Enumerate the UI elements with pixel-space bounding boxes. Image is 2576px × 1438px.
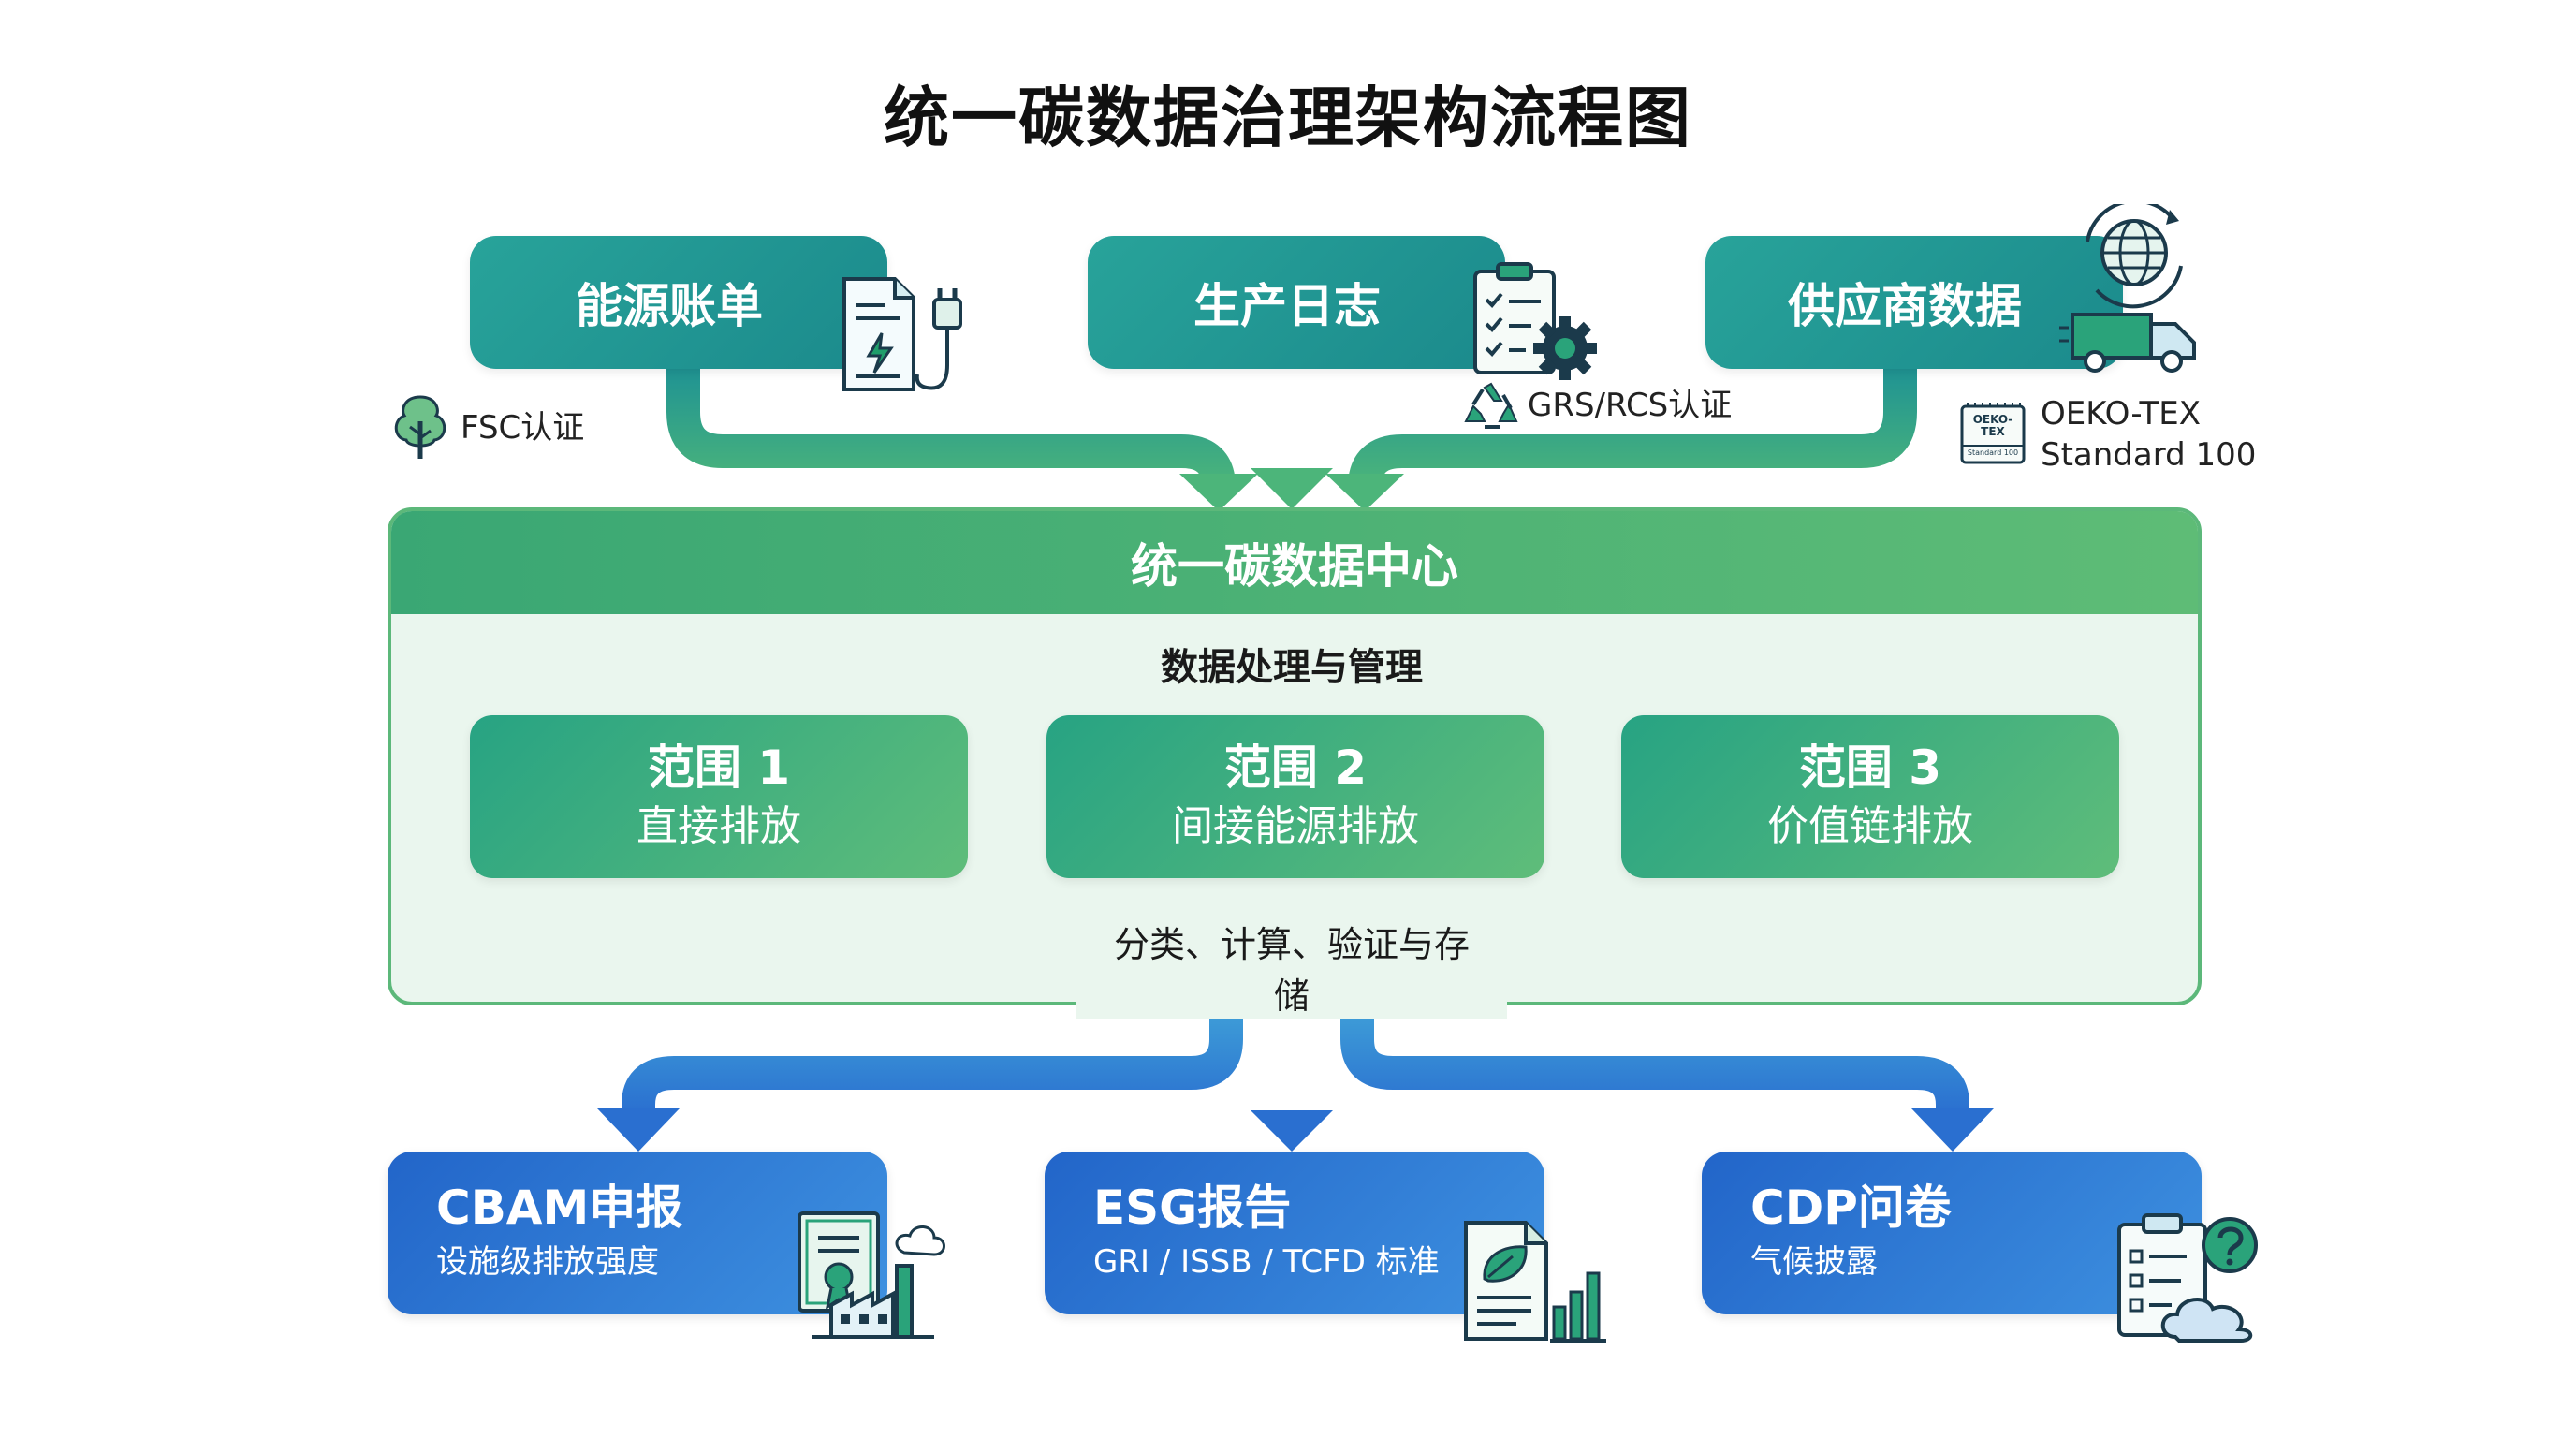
output-subtitle: 气候披露 <box>1750 1243 1878 1281</box>
energy-bill-plug-icon <box>842 277 962 391</box>
cert-label-line1: OEKO-TEX <box>2041 395 2202 433</box>
clipboard-gear-icon <box>1473 262 1597 380</box>
questionnaire-cloud-icon <box>2117 1213 2258 1343</box>
arrowhead-production-log <box>1251 468 1333 509</box>
output-esg[interactable]: ESG报告 GRI / ISSB / TCFD 标准 <box>1045 1152 1544 1314</box>
output-title: CDP问卷 <box>1750 1181 1952 1235</box>
tree-icon <box>394 395 446 459</box>
arrow-supplier-to-hub <box>1348 369 1917 489</box>
arrowhead-energy-bill <box>1179 474 1258 511</box>
arrowhead-cbam <box>597 1108 680 1152</box>
globe-truck-icon <box>2059 204 2196 373</box>
output-title: CBAM申报 <box>436 1181 683 1235</box>
cert-label: FSC认证 <box>461 409 585 447</box>
scope-title: 范围 2 <box>1223 741 1368 795</box>
scope-2-box[interactable]: 范围 2 间接能源排放 <box>1046 715 1544 878</box>
hub-top-flow-label: 数据处理与管理 <box>1133 637 1451 691</box>
cert-fsc: FSC认证 <box>388 393 584 462</box>
scope-title: 范围 1 <box>647 741 791 795</box>
badge-line: OEKO- <box>1972 413 2013 426</box>
arrowhead-esg <box>1251 1110 1333 1152</box>
arrowhead-cdp <box>1911 1108 1994 1152</box>
source-label: 能源账单 <box>576 279 763 333</box>
page-title: 统一碳数据治理架构流程图 <box>884 80 1692 156</box>
scope-subtitle: 价值链排放 <box>1767 802 1973 850</box>
source-label: 供应商数据 <box>1788 279 2022 333</box>
cert-grs-rcs: GRS/RCS认证 <box>1462 378 1732 433</box>
scope-subtitle: 间接能源排放 <box>1172 802 1419 850</box>
scope-title: 范围 3 <box>1798 741 1942 795</box>
cert-label: GRS/RCS认证 <box>1528 387 1733 424</box>
badge-line: TEX <box>1981 425 2005 438</box>
source-supplier-data[interactable]: 供应商数据 <box>1705 236 2123 369</box>
scope-subtitle: 直接排放 <box>637 802 801 850</box>
output-subtitle: GRI / ISSB / TCFD 标准 <box>1093 1243 1440 1281</box>
arrow-hub-to-cbam <box>622 1005 1243 1114</box>
cert-oeko-tex: OEKO- TEX Standard 100 OEKO-TEX Standard… <box>1958 393 2256 476</box>
output-title: ESG报告 <box>1093 1181 1292 1235</box>
arrow-energy-bill-to-hub <box>666 369 1236 489</box>
leaf-report-chart-icon <box>1464 1221 1606 1343</box>
arrowhead-supplier <box>1325 474 1404 511</box>
cert-label-line2: Standard 100 <box>2041 436 2257 474</box>
badge-line: Standard 100 <box>1967 448 2019 457</box>
certificate-factory-icon <box>798 1211 945 1339</box>
oeko-tex-label-icon: OEKO- TEX Standard 100 <box>1958 401 2027 468</box>
hub-title: 统一碳数据中心 <box>391 511 2198 614</box>
source-label: 生产日志 <box>1193 279 1381 333</box>
output-subtitle: 设施级排放强度 <box>436 1243 659 1281</box>
scope-1-box[interactable]: 范围 1 直接排放 <box>470 715 968 878</box>
scope-3-box[interactable]: 范围 3 价值链排放 <box>1621 715 2119 878</box>
source-energy-bill[interactable]: 能源账单 <box>470 236 887 369</box>
arrow-hub-to-cdp <box>1340 1005 1969 1114</box>
recycle-icon <box>1464 382 1518 429</box>
hub-bottom-flow-label: 分类、计算、验证与存储 <box>1076 916 1507 1019</box>
source-production-log[interactable]: 生产日志 <box>1088 236 1505 369</box>
